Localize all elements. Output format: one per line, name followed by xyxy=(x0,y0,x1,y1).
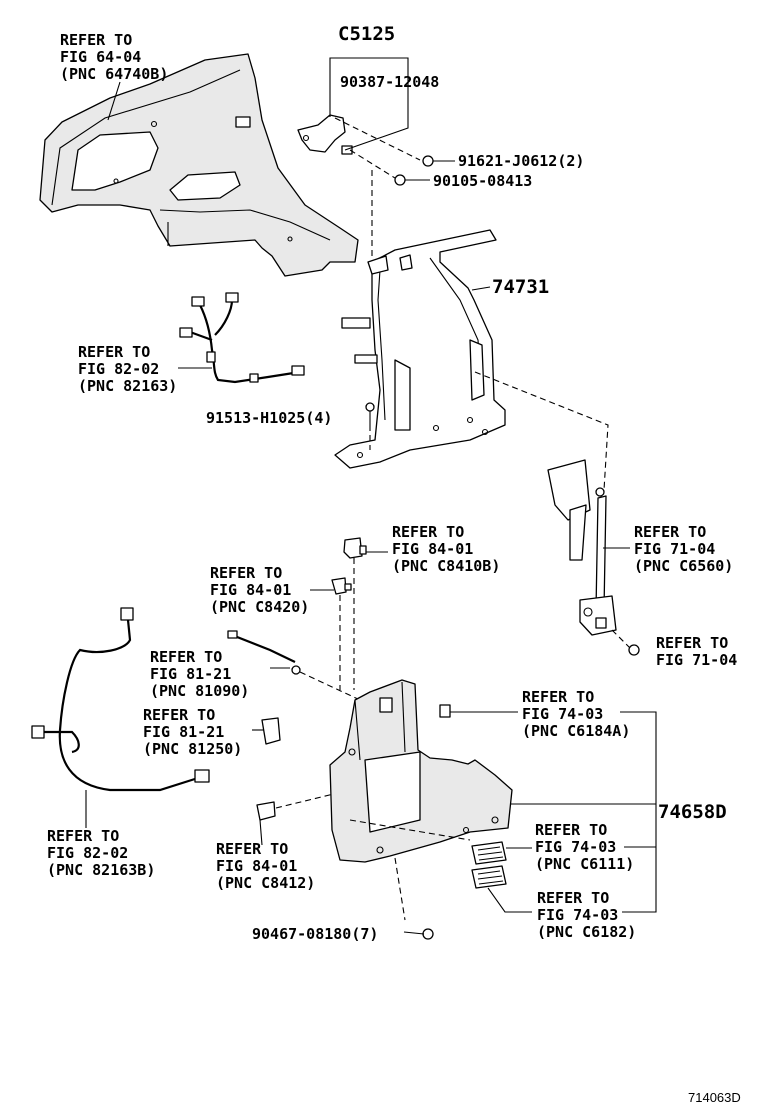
leader-c6182 xyxy=(487,887,532,913)
label-line: FIG 84-01 xyxy=(392,540,473,558)
label-c8410b: REFER TO FIG 84-01 (PNC C8410B) xyxy=(392,523,500,575)
seat-frame-74731[interactable] xyxy=(334,229,506,469)
label-line: (PNC C6184A) xyxy=(522,722,630,740)
label-line: REFER TO xyxy=(656,634,728,652)
label-line: FIG 74-03 xyxy=(535,838,616,856)
label-line: (PNC 82163B) xyxy=(47,861,155,879)
bolt-90105[interactable] xyxy=(394,174,430,186)
dash-90105 xyxy=(349,149,396,179)
label-91621: 91621-J0612(2) xyxy=(458,152,584,170)
c5125-bracket-leader xyxy=(329,57,409,151)
switch-c8420[interactable] xyxy=(331,577,352,595)
label-81090: REFER TO FIG 81-21 (PNC 81090) xyxy=(150,648,249,700)
leader-74658d-bracket xyxy=(620,711,657,913)
label-line: FIG 84-01 xyxy=(216,857,297,875)
dash-bolt-belt xyxy=(611,629,631,649)
label-90387: 90387-12048 xyxy=(340,73,439,91)
screw-90467[interactable] xyxy=(403,928,434,940)
label-line: REFER TO xyxy=(143,706,215,724)
quarter-trim-panel[interactable] xyxy=(39,53,359,277)
label-line: (PNC C8412) xyxy=(216,874,315,892)
pad-c6182[interactable] xyxy=(471,865,507,889)
label-c8412: REFER TO FIG 84-01 (PNC C8412) xyxy=(216,840,315,892)
module-81250[interactable] xyxy=(261,717,281,745)
label-line: REFER TO xyxy=(634,523,706,541)
label-line: REFER TO xyxy=(78,343,150,361)
label-line: REFER TO xyxy=(392,523,464,541)
switch-c8410b[interactable] xyxy=(343,537,367,559)
label-c6560: REFER TO FIG 71-04 (PNC C6560) xyxy=(634,523,733,575)
label-line: (PNC 64740B) xyxy=(60,65,168,83)
dash-91621 xyxy=(334,117,421,161)
label-line: FIG 74-03 xyxy=(522,705,603,723)
clip-c8412[interactable] xyxy=(256,801,276,821)
bolt-fig7104[interactable] xyxy=(628,644,640,656)
label-line: REFER TO xyxy=(210,564,282,582)
label-c6184a: REFER TO FIG 74-03 (PNC C6184A) xyxy=(522,688,630,740)
anchor-bracket[interactable] xyxy=(297,114,353,155)
label-74731: 74731 xyxy=(492,276,549,298)
leader-c8412 xyxy=(259,819,263,846)
label-line: (PNC 81090) xyxy=(150,682,249,700)
lower-trim-panel-74658D[interactable] xyxy=(329,679,513,863)
label-c8420: REFER TO FIG 84-01 (PNC C8420) xyxy=(210,564,309,616)
label-90105: 90105-08413 xyxy=(433,172,532,190)
label-91513: 91513-H1025(4) xyxy=(206,409,332,427)
bolt-91621[interactable] xyxy=(422,155,455,167)
seat-belt-assembly[interactable] xyxy=(547,459,617,636)
dash-frame-belt xyxy=(474,371,609,491)
wire-harness-lower[interactable] xyxy=(31,607,210,792)
quarter-trim-leader xyxy=(107,81,121,121)
label-line: REFER TO xyxy=(216,840,288,858)
label-line: REFER TO xyxy=(535,821,607,839)
label-81250: REFER TO FIG 81-21 (PNC 81250) xyxy=(143,706,242,758)
label-line: REFER TO xyxy=(537,889,609,907)
bolt-91513[interactable] xyxy=(365,402,375,425)
label-line: FIG 84-01 xyxy=(210,581,291,599)
leader-74731 xyxy=(471,286,491,291)
label-line: FIG 64-04 xyxy=(60,48,141,66)
label-line: (PNC C6182) xyxy=(537,923,636,941)
label-c6182: REFER TO FIG 74-03 (PNC C6182) xyxy=(537,889,636,941)
label-harness-lower: REFER TO FIG 82-02 (PNC 82163B) xyxy=(47,827,155,879)
label-line: (PNC C6560) xyxy=(634,557,733,575)
label-harness-upper: REFER TO FIG 82-02 (PNC 82163) xyxy=(78,343,177,395)
label-line: FIG 71-04 xyxy=(656,651,737,669)
label-line: FIG 82-02 xyxy=(47,844,128,862)
cable-81090[interactable] xyxy=(227,630,301,675)
label-line: FIG 82-02 xyxy=(78,360,159,378)
label-line: REFER TO xyxy=(47,827,119,845)
label-line: REFER TO xyxy=(150,648,222,666)
label-line: FIG 81-21 xyxy=(150,665,231,683)
label-fig7104-bolt: REFER TO FIG 71-04 xyxy=(656,634,737,669)
label-74658d: 74658D xyxy=(658,801,727,823)
label-line: (PNC C8410B) xyxy=(392,557,500,575)
label-line: (PNC C6111) xyxy=(535,855,634,873)
label-c6111: REFER TO FIG 74-03 (PNC C6111) xyxy=(535,821,634,873)
wire-harness-upper[interactable] xyxy=(179,292,305,384)
label-line: (PNC 81250) xyxy=(143,740,242,758)
pad-c6111[interactable] xyxy=(471,841,507,865)
label-line: (PNC C8420) xyxy=(210,598,309,616)
label-line: FIG 71-04 xyxy=(634,540,715,558)
label-line: (PNC 82163) xyxy=(78,377,177,395)
label-quarter-trim: REFER TO FIG 64-04 (PNC 64740B) xyxy=(60,31,168,83)
label-line: REFER TO xyxy=(522,688,594,706)
label-c5125: C5125 xyxy=(338,23,395,45)
label-line: REFER TO xyxy=(60,31,132,49)
dash-pads xyxy=(349,819,471,841)
diagram-id: 714063D xyxy=(688,1090,741,1105)
label-90467: 90467-08180(7) xyxy=(252,925,378,943)
label-line: FIG 81-21 xyxy=(143,723,224,741)
label-line: FIG 74-03 xyxy=(537,906,618,924)
dash-90467 xyxy=(394,857,406,921)
dash-81090 xyxy=(299,671,361,701)
